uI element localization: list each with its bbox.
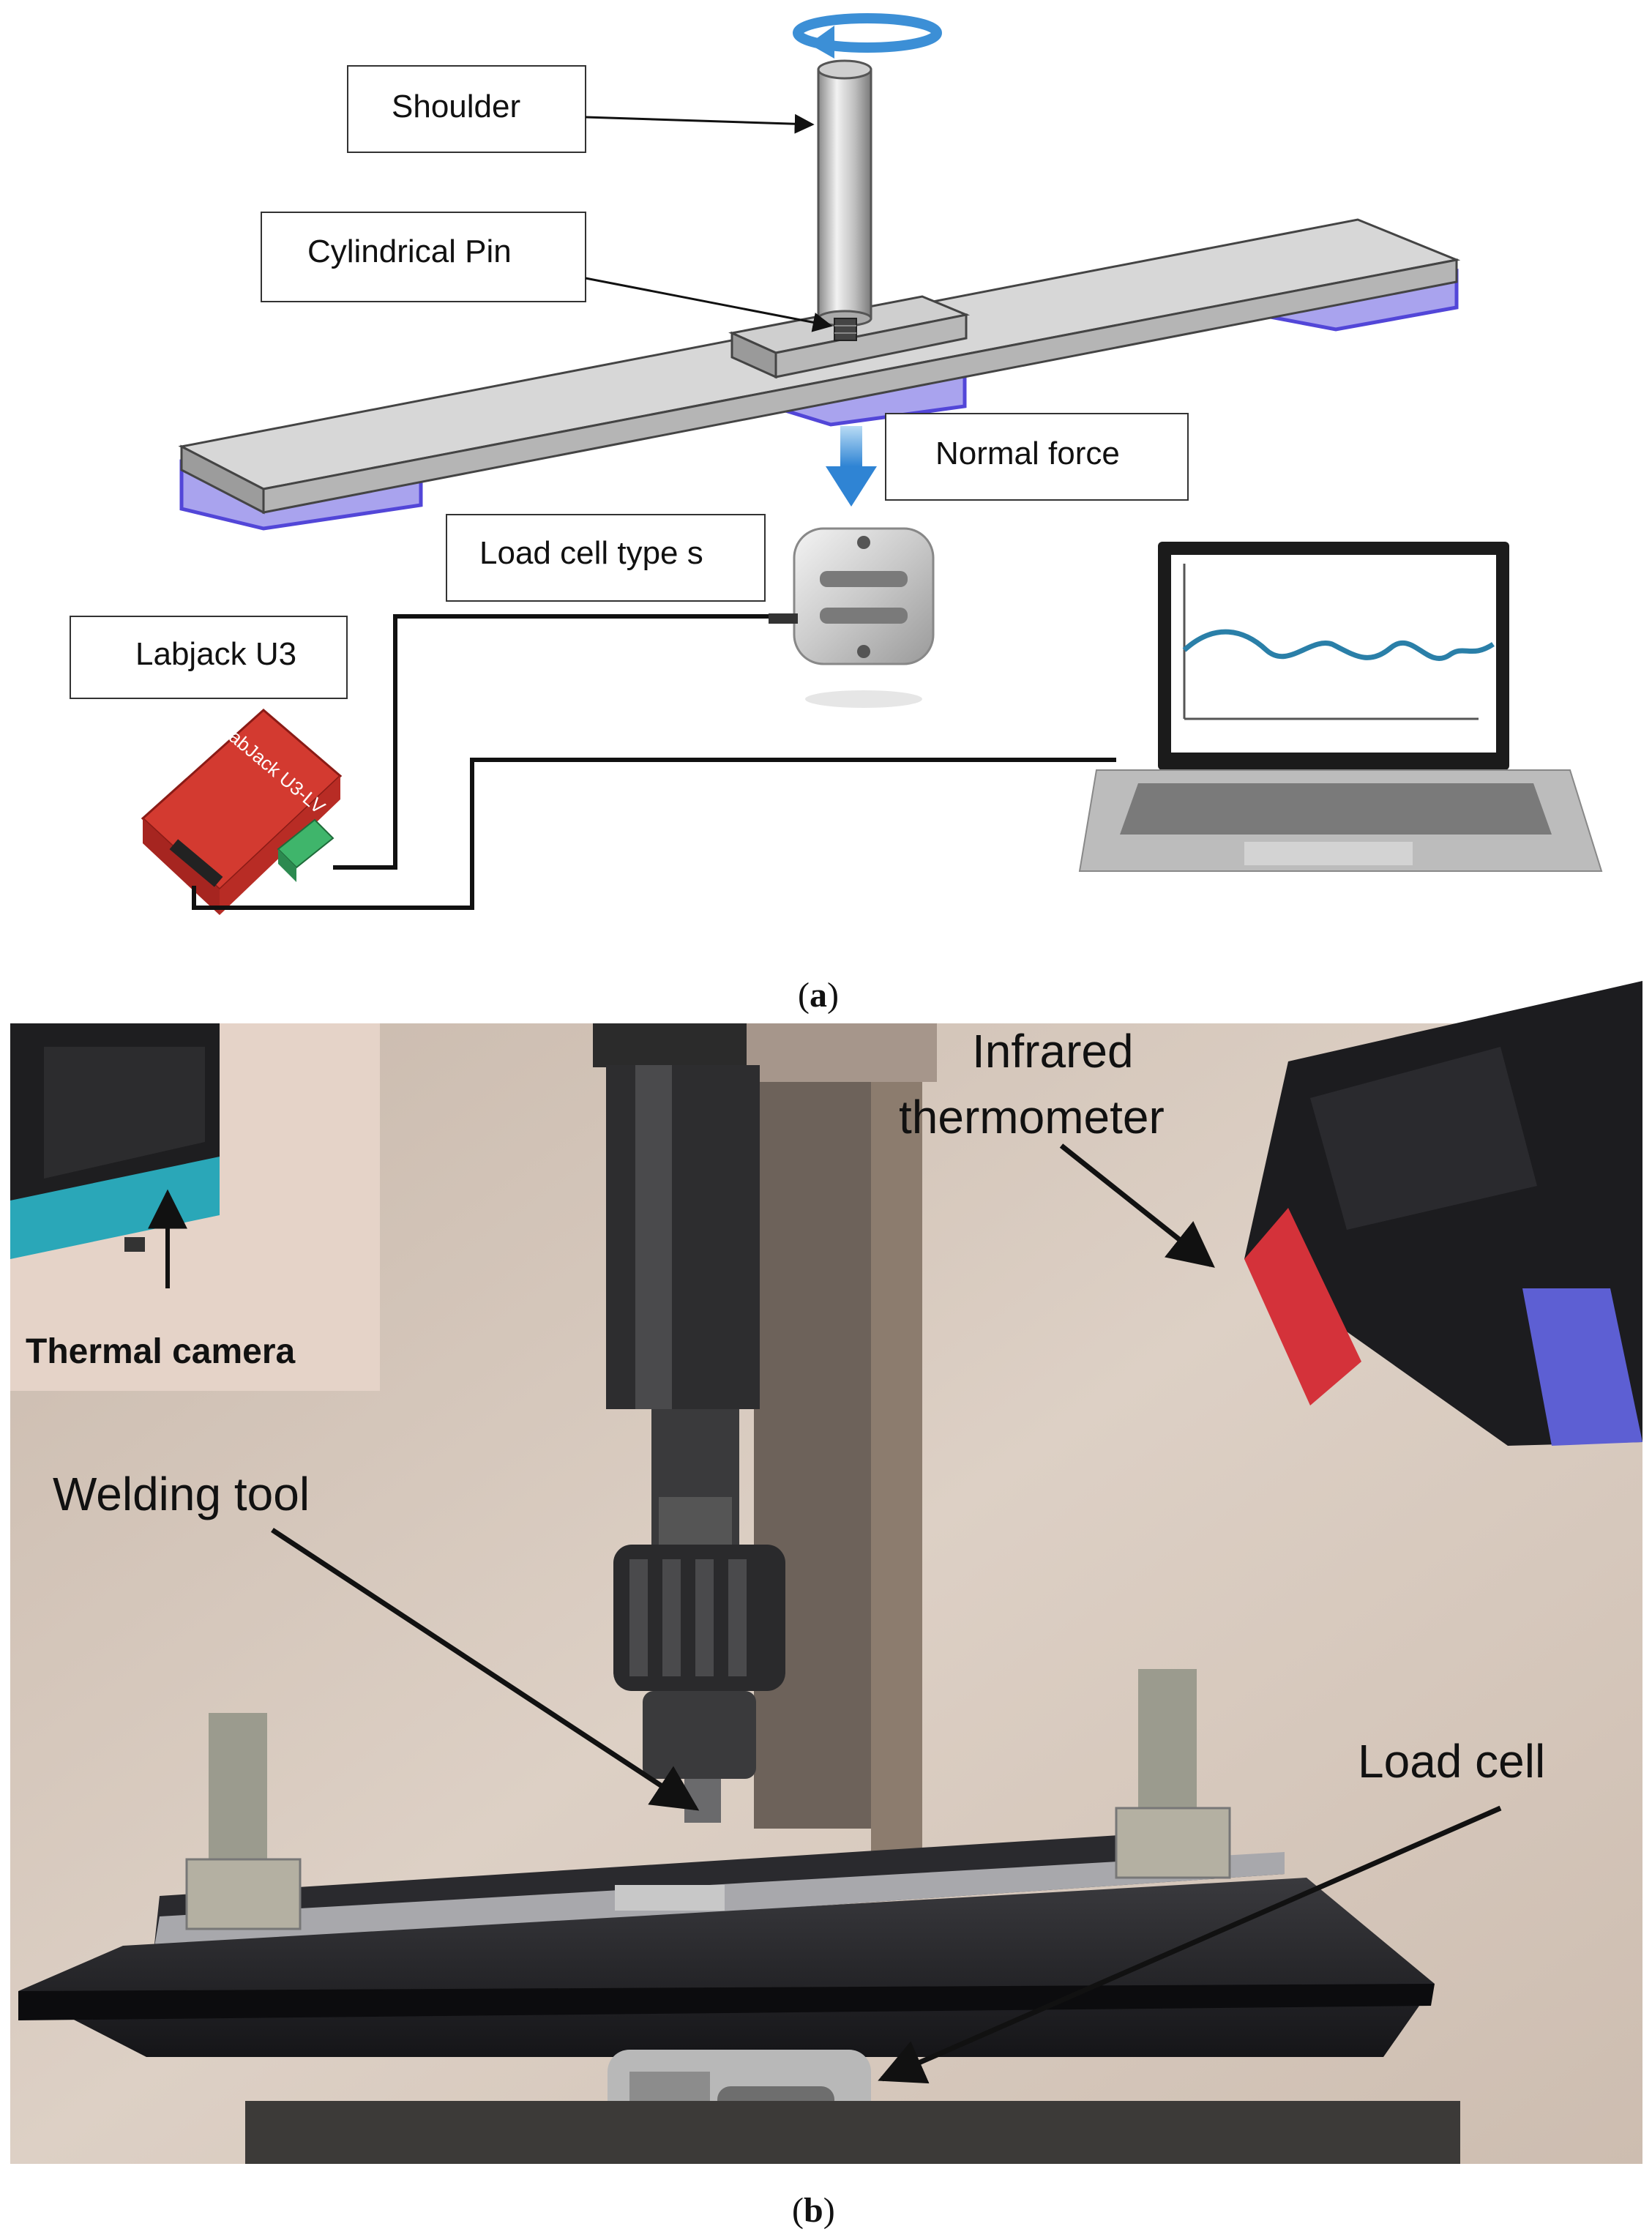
- normal-force-arrow-icon: [826, 426, 877, 507]
- thermal-camera-inset: Thermal camera: [10, 1023, 380, 1391]
- cable-labjack-laptop: [192, 758, 1116, 910]
- label-box-pin: Cylindrical Pin: [261, 212, 586, 302]
- arrow-load-cell: [878, 1805, 1502, 2084]
- arrow-welding-tool: [271, 1528, 700, 1811]
- label-load-cell-photo: Load cell: [1358, 1735, 1545, 1788]
- drill-chuck: [613, 1545, 785, 1823]
- label-thermal-camera: Thermal camera: [26, 1332, 296, 1371]
- connector-icon: [277, 818, 334, 882]
- leader-shoulder: [585, 113, 815, 134]
- label-infrared-line2: thermometer: [899, 1091, 1165, 1143]
- label-shoulder: Shoulder: [392, 89, 520, 124]
- label-box-labjack: Labjack U3: [70, 616, 348, 699]
- laptop-plot: [1182, 564, 1495, 720]
- label-normal-force: Normal force: [935, 436, 1120, 471]
- panel-b: Thermal camera: [10, 981, 1642, 2230]
- rotation-arrow-icon: [793, 13, 942, 59]
- load-cell-s-type: [769, 527, 935, 708]
- cable-loadcell-labjack: [333, 614, 769, 870]
- leader-pin: [585, 277, 833, 332]
- bolt-right: [1115, 1669, 1231, 1879]
- label-welding-tool: Welding tool: [53, 1468, 310, 1520]
- label-labjack: Labjack U3: [135, 636, 296, 672]
- infrared-thermometer: [1244, 981, 1642, 1446]
- bolt-left: [185, 1713, 302, 1930]
- spindle: [593, 1023, 760, 1548]
- label-pin: Cylindrical Pin: [307, 234, 512, 269]
- label-infrared-line1: Infrared: [972, 1025, 1134, 1078]
- tool-shoulder: [817, 59, 872, 327]
- label-box-normal-force: Normal force: [885, 413, 1189, 501]
- panel-a: Shoulder Cylindrical Pin Normal force Lo…: [70, 13, 1603, 1015]
- labjack-device: LabJack U3-LV: [141, 709, 343, 915]
- arrow-infrared: [1059, 1143, 1215, 1268]
- caption-b: (b): [792, 2191, 835, 2230]
- laptop: [1078, 542, 1603, 872]
- caption-a: (a): [798, 976, 839, 1015]
- tool-pin: [834, 318, 857, 341]
- label-load-cell: Load cell type s: [479, 535, 703, 571]
- workpiece-plate: [178, 218, 1461, 515]
- label-box-shoulder: Shoulder: [347, 65, 586, 153]
- label-box-load-cell: Load cell type s: [446, 514, 766, 602]
